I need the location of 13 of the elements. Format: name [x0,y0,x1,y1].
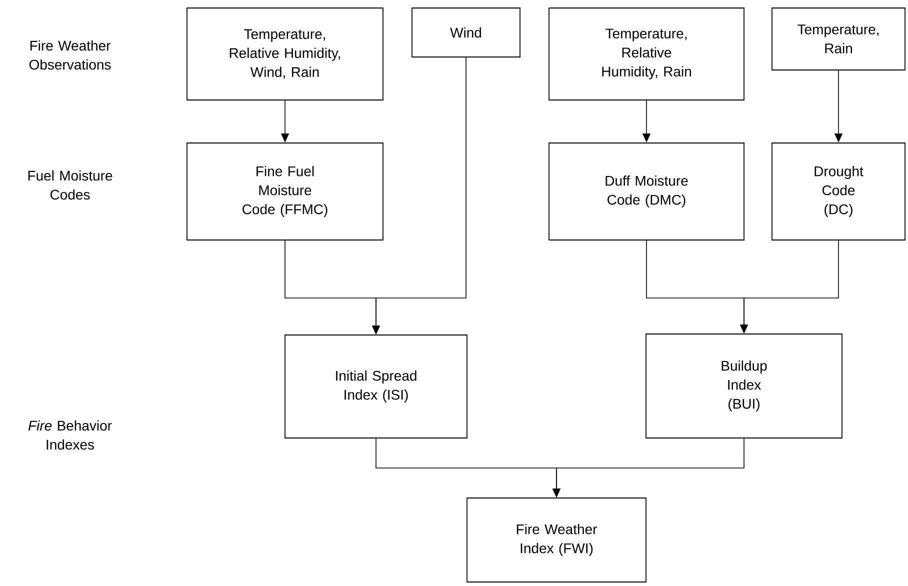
row-label: Fire Behavior Indexes [28,420,112,450]
text-box: Fine Fuel Moisture Code (FFMC) [186,142,384,240]
text-box: Temperature, Relative Humidity, Rain [548,8,744,100]
text-box: Drought Code (DC) [772,142,906,240]
row-label: Fuel Moisture Codes [28,170,112,200]
text-box: Temperature, Rain [772,8,906,70]
text-box: Duff Moisture Code (DMC) [548,142,744,240]
text-box: Fire Weather Index (FWI) [466,498,646,582]
text-box: Initial Spread Index (ISI) [284,334,468,438]
text-box: Temperature, Relative Humidity, Wind, Rain [186,8,384,100]
text-box: Wind [412,8,520,58]
text-box: Buildup Index (BUI) [646,334,842,438]
row-label: Fire Weather Observations [29,40,111,70]
